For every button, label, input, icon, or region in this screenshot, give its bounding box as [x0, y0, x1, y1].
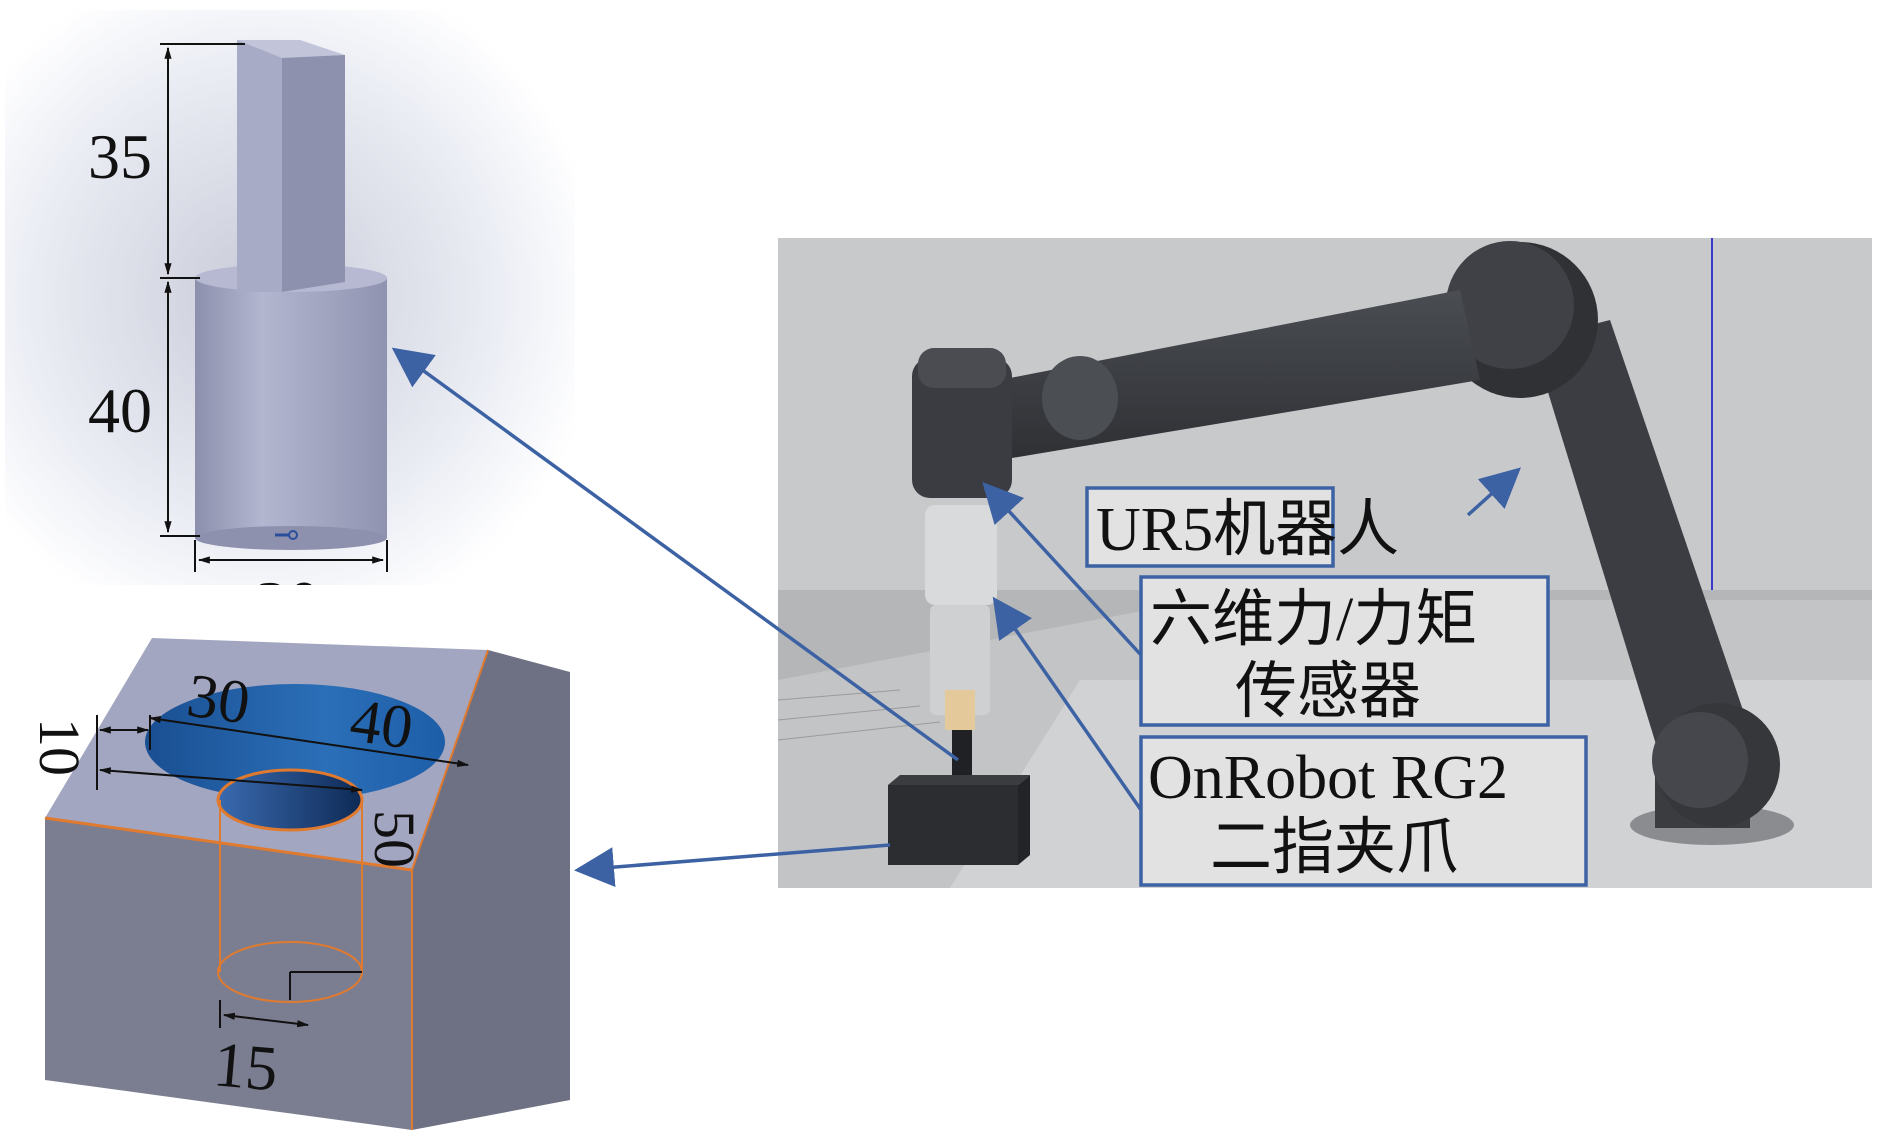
origin-marker-icon — [275, 530, 298, 540]
peg-prism-front — [237, 40, 282, 275]
label-sensor: 六维力/力矩 传感器 — [1139, 575, 1550, 727]
peg-prism-top — [237, 40, 345, 58]
block-dim-slot: 15 — [211, 1028, 281, 1104]
label-gripper-line2: 二指夹爪 — [1210, 814, 1458, 882]
block-dim-offset: 10 — [27, 718, 92, 776]
peg-prism-side — [282, 40, 345, 275]
block-dim-hole-top: 30 — [183, 662, 254, 738]
block-dim-depth: 50 — [362, 810, 427, 868]
label-robot: UR5机器人 — [1085, 486, 1399, 568]
label-robot-text: UR5机器人 — [1096, 496, 1399, 564]
block-inner-hole — [216, 768, 364, 832]
label-gripper-line1: OnRobot RG2 — [1148, 744, 1508, 812]
peg-dim-top: 35 — [88, 121, 152, 192]
sim-hole-block — [888, 785, 1018, 865]
block-dimensions — [96, 715, 470, 1028]
peg-panel: 35 40 30 — [5, 10, 575, 639]
arrow-to-peg — [391, 347, 960, 762]
force-sensor — [925, 505, 997, 605]
arrow-to-sensor — [982, 482, 1143, 657]
gripper — [930, 605, 990, 715]
block-dim-hole-right: 40 — [346, 687, 417, 763]
label-sensor-line2: 传感器 — [1235, 658, 1421, 726]
simulation-panel: UR5机器人 六维力/力矩 传感器 OnRobot RG2 二指夹爪 — [777, 238, 1872, 888]
hole-block-panel: 30 40 10 50 15 — [5, 585, 575, 1135]
arrow-to-robot — [1466, 467, 1521, 517]
block-right-face — [412, 650, 570, 1130]
arrow-to-block — [574, 843, 891, 888]
peg-dim-mid: 40 — [88, 375, 152, 446]
block-front-face — [45, 818, 412, 1130]
robot-arm — [888, 241, 1794, 865]
peg-cylinder-body — [195, 278, 387, 538]
arrow-to-gripper — [992, 596, 1143, 811]
label-sensor-line1: 六维力/力矩 — [1150, 586, 1477, 654]
peg-dimensions — [160, 43, 388, 572]
callout-arrows — [391, 347, 1521, 888]
label-gripper: OnRobot RG2 二指夹爪 — [1139, 735, 1588, 887]
